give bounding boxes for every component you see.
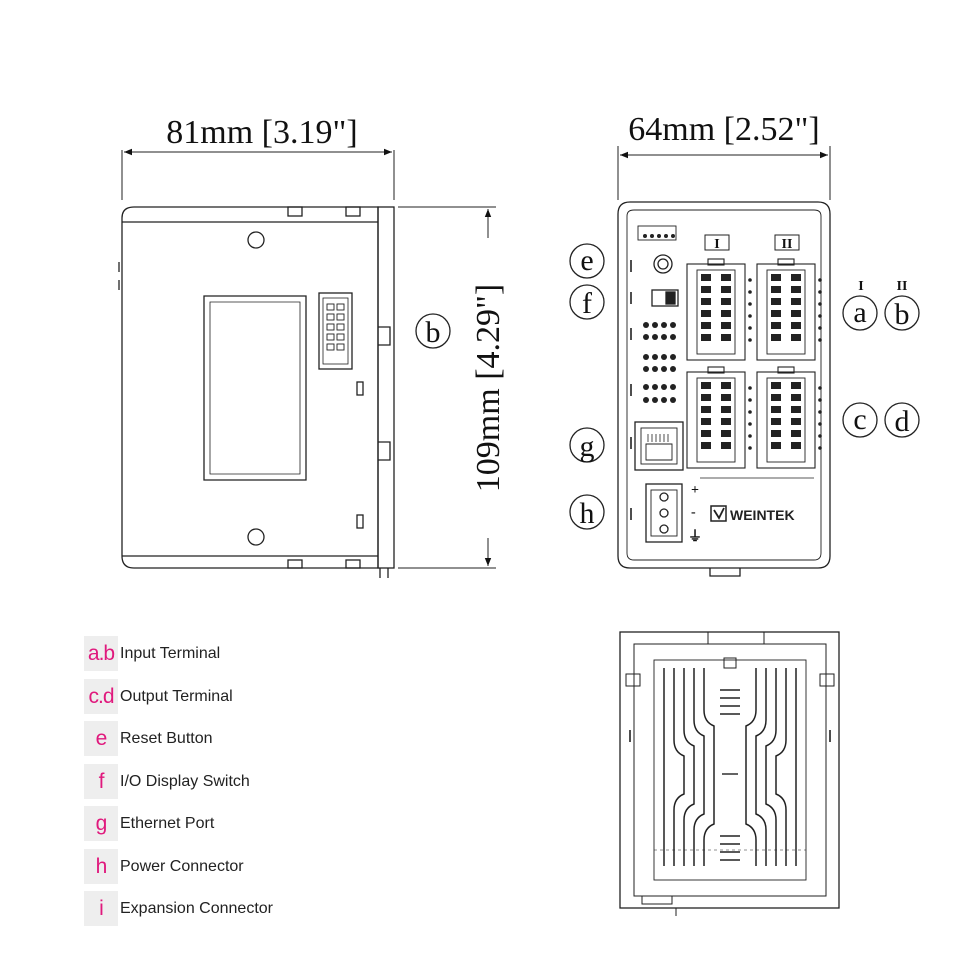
legend-row-output-terminal: c.d Output Terminal	[84, 678, 384, 714]
brand-name: WEINTEK	[730, 507, 795, 523]
legend-label: Expansion Connector	[120, 900, 273, 917]
height-label-backdrop	[462, 238, 506, 538]
front-width-label: 64mm [2.52"]	[628, 111, 819, 148]
terminal-block-d	[756, 366, 822, 469]
legend-key: g	[84, 806, 118, 841]
callout-f: f	[582, 287, 592, 320]
legend-row-input-terminal: a.b Input Terminal	[84, 636, 384, 671]
front-width-dimension	[617, 146, 831, 200]
callout-roman-one: I	[858, 279, 863, 294]
callout-c: c	[853, 403, 866, 436]
front-callouts: e f g h I II a b c d	[569, 243, 920, 530]
callout-roman-two: II	[897, 279, 908, 294]
group-label-one: I	[714, 237, 719, 252]
callout-a: a	[853, 296, 866, 329]
legend: a.b Input Terminal c.d Output Terminal e…	[84, 636, 384, 934]
height-dimension-label: 109mm [4.29"]	[470, 284, 507, 492]
legend-label: Reset Button	[120, 730, 213, 747]
terminal-block-b	[756, 258, 822, 361]
callout-b: b	[895, 298, 910, 331]
power-minus-mark: -	[691, 505, 696, 520]
front-view	[617, 201, 831, 577]
legend-label: Output Terminal	[120, 687, 233, 705]
legend-label: Power Connector	[120, 857, 244, 875]
bottom-view	[619, 631, 840, 916]
weintek-logo-icon	[710, 505, 727, 522]
power-ground-mark: ⏚	[688, 529, 702, 545]
legend-row-io-display-switch: f I/O Display Switch	[84, 763, 384, 799]
legend-label: Input Terminal	[120, 645, 221, 662]
terminal-block-a	[686, 258, 752, 361]
legend-row-expansion-connector: i Expansion Connector	[84, 891, 384, 926]
callout-h: h	[580, 497, 595, 530]
legend-key: e	[84, 721, 118, 756]
legend-row-reset-button: e Reset Button	[84, 721, 384, 756]
legend-label: Ethernet Port	[120, 815, 215, 832]
callout-side-b-circle	[415, 313, 451, 349]
legend-key: c.d	[84, 678, 118, 714]
callout-side-b: b	[426, 316, 441, 349]
side-width-label: 81mm [3.19"]	[166, 114, 357, 151]
legend-key: i	[84, 891, 118, 926]
side-view	[118, 148, 395, 578]
legend-key: h	[84, 848, 118, 884]
callout-e: e	[580, 244, 593, 277]
legend-row-ethernet-port: g Ethernet Port	[84, 806, 384, 841]
group-label-two: II	[782, 237, 793, 252]
callout-g: g	[580, 430, 595, 463]
terminal-block-c	[686, 366, 752, 469]
legend-label: I/O Display Switch	[120, 772, 250, 790]
legend-key: f	[84, 763, 118, 799]
callout-d: d	[895, 405, 910, 438]
legend-row-power-connector: h Power Connector	[84, 848, 384, 884]
power-plus-mark: +	[691, 483, 699, 498]
legend-key: a.b	[84, 636, 118, 671]
